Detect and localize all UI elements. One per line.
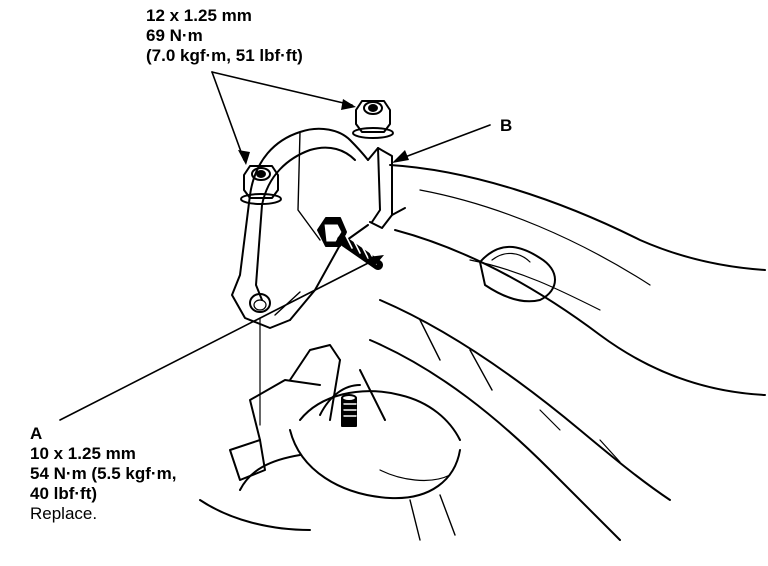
- exhaust-pipe: [389, 164, 766, 396]
- bracket-b-callout: B: [500, 116, 512, 136]
- right-flange-nut: [352, 100, 394, 139]
- bracket-b-letter: B: [500, 116, 513, 135]
- mount-housing: [199, 344, 461, 541]
- bolt-a-note: Replace.: [30, 504, 98, 523]
- nut-torque-callout: 12 x 1.25 mm 69 N·m (7.0 kgf·m, 51 lbf·f…: [146, 6, 303, 66]
- bolt-a-torque-line1: 54 N·m (5.5 kgf·m,: [30, 464, 177, 483]
- bolt-a-letter: A: [30, 424, 43, 443]
- lower-pipe: [369, 299, 671, 541]
- stay-bracket: [231, 127, 369, 329]
- bolt-a-callout: A 10 x 1.25 mm 54 N·m (5.5 kgf·m, 40 lbf…: [30, 424, 176, 524]
- nut-size-label: 12 x 1.25 mm: [146, 6, 252, 25]
- nut-torque-nm-label: 69 N·m: [146, 26, 203, 45]
- nut-torque-alt-label: (7.0 kgf·m, 51 lbf·ft): [146, 46, 303, 65]
- bolt-a-torque-line2: 40 lbf·ft): [30, 484, 98, 503]
- left-flange-nut: [240, 165, 282, 205]
- mount-stud: [341, 394, 357, 427]
- bracket-b: [367, 147, 406, 229]
- leader-arrowheads: [238, 99, 409, 267]
- leader-lines: [59, 71, 491, 426]
- bolt-a-size-label: 10 x 1.25 mm: [30, 444, 136, 463]
